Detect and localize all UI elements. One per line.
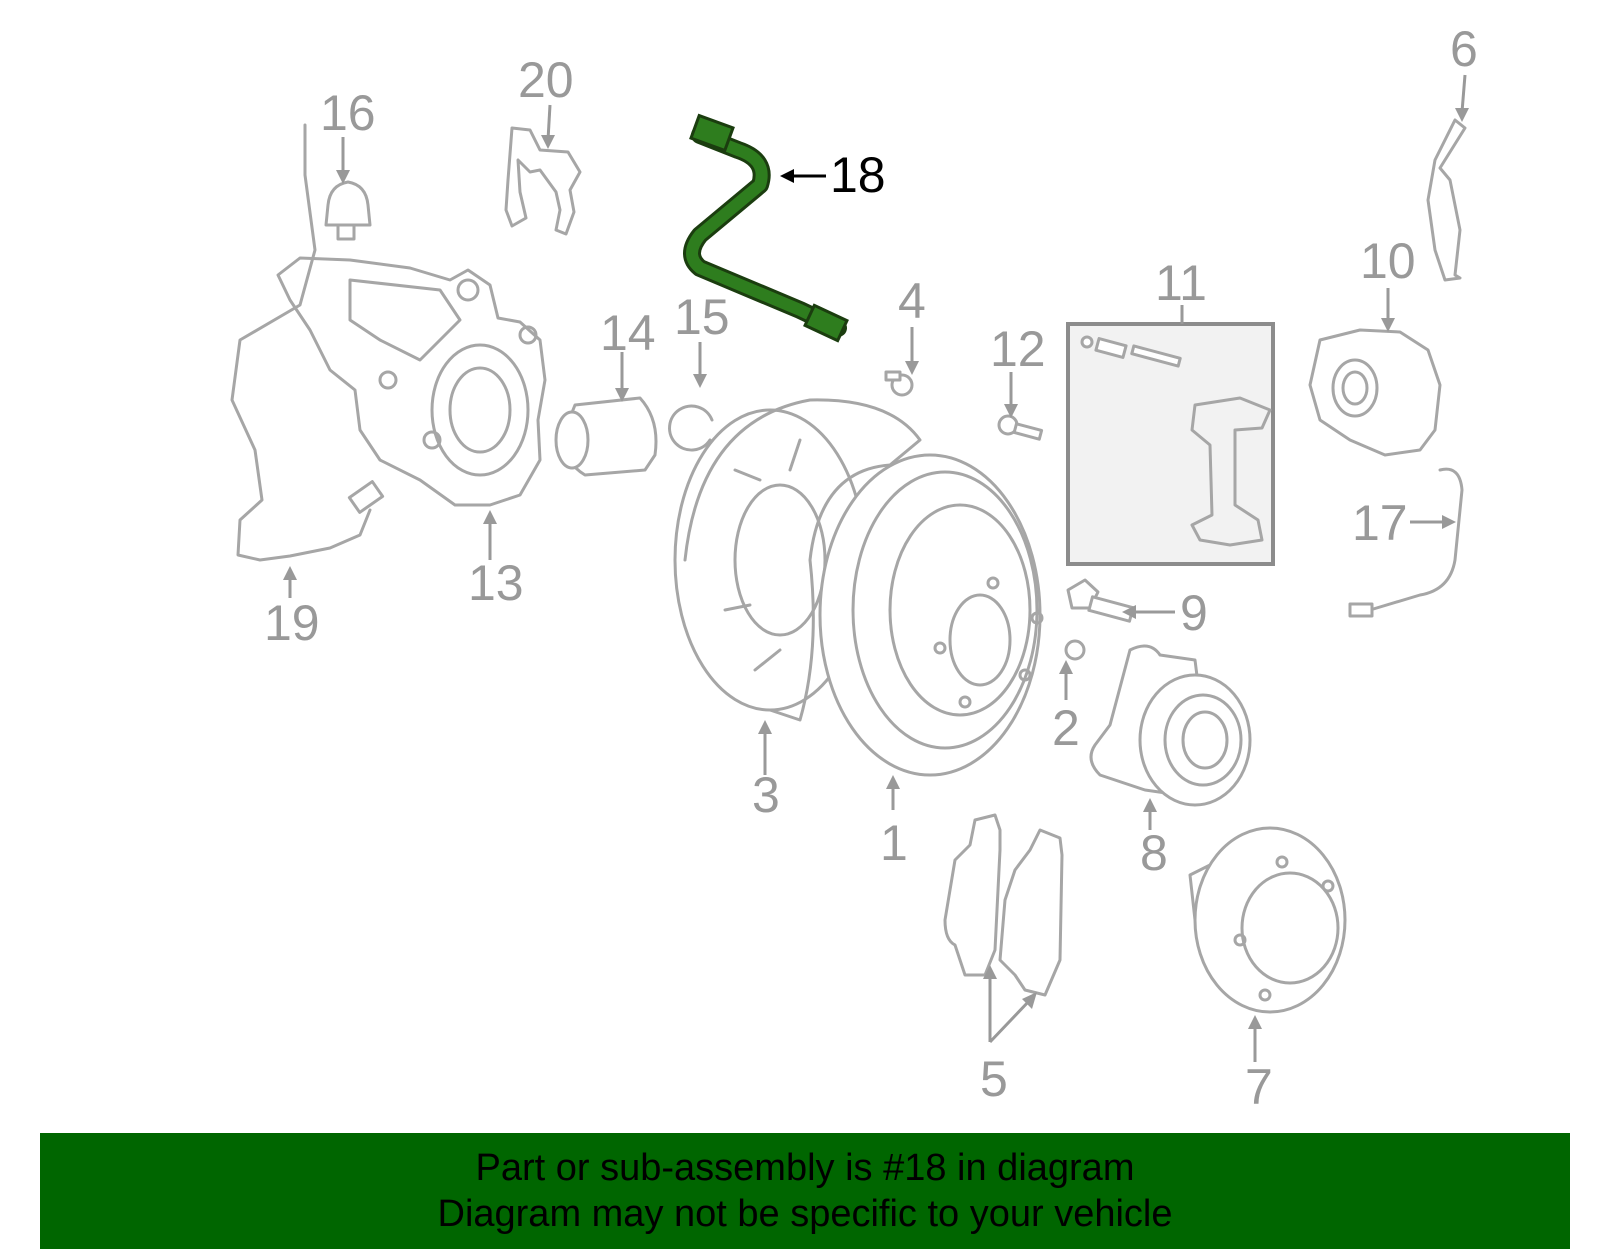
part-15-snap-ring [668, 404, 714, 452]
callout-17: 17 [1352, 495, 1408, 551]
callout-8: 8 [1140, 825, 1168, 881]
callout-13: 13 [468, 555, 524, 611]
callout-18: 18 [830, 147, 886, 203]
part-17-pad-wear-sensor [1348, 467, 1464, 618]
callout-19: 19 [264, 595, 320, 651]
part-12-bolt [997, 414, 1044, 441]
banner-line-2: Diagram may not be specific to your vehi… [437, 1193, 1173, 1235]
info-banner: Part or sub-assembly is #18 in diagram D… [40, 1133, 1570, 1249]
part-18-brake-hose [683, 113, 849, 343]
callout-11: 11 [1155, 255, 1207, 311]
part-10-caliper [1308, 328, 1442, 457]
callout-15: 15 [674, 289, 730, 345]
part-6-retaining-clip [1426, 118, 1467, 282]
part-20-bracket [504, 126, 582, 236]
callout-4: 4 [898, 273, 926, 329]
callout-10: 10 [1360, 233, 1416, 289]
part-11-caliper-carrier-kit [1066, 322, 1275, 566]
part-16-bump-stop [324, 180, 372, 241]
callout-arrows [283, 74, 1469, 1062]
callout-9: 9 [1180, 585, 1208, 641]
banner-line-1: Part or sub-assembly is #18 in diagram [475, 1147, 1135, 1189]
part-8-wheel-bearing [1089, 644, 1252, 807]
part-1-brake-rotor [818, 453, 1044, 777]
callout-6: 6 [1450, 21, 1478, 77]
part-13-wheel-knuckle [276, 256, 547, 507]
part-9-bolt [1066, 578, 1135, 623]
callout-12: 12 [990, 321, 1046, 377]
callout-20: 20 [518, 52, 574, 108]
part-19-abs-sensor-wire [230, 123, 385, 562]
part-2-screw [1064, 639, 1086, 661]
part-4-bolt [884, 370, 914, 397]
callout-2: 2 [1052, 700, 1080, 756]
callout-14: 14 [600, 305, 656, 361]
callout-3: 3 [752, 767, 780, 823]
callout-7: 7 [1245, 1059, 1273, 1115]
callout-5: 5 [980, 1051, 1008, 1107]
part-5-brake-pads [943, 813, 1064, 997]
callout-1: 1 [880, 815, 908, 871]
callout-16: 16 [320, 85, 376, 141]
part-14-bushing [554, 396, 658, 477]
part-7-hub-flange [1188, 826, 1347, 1014]
